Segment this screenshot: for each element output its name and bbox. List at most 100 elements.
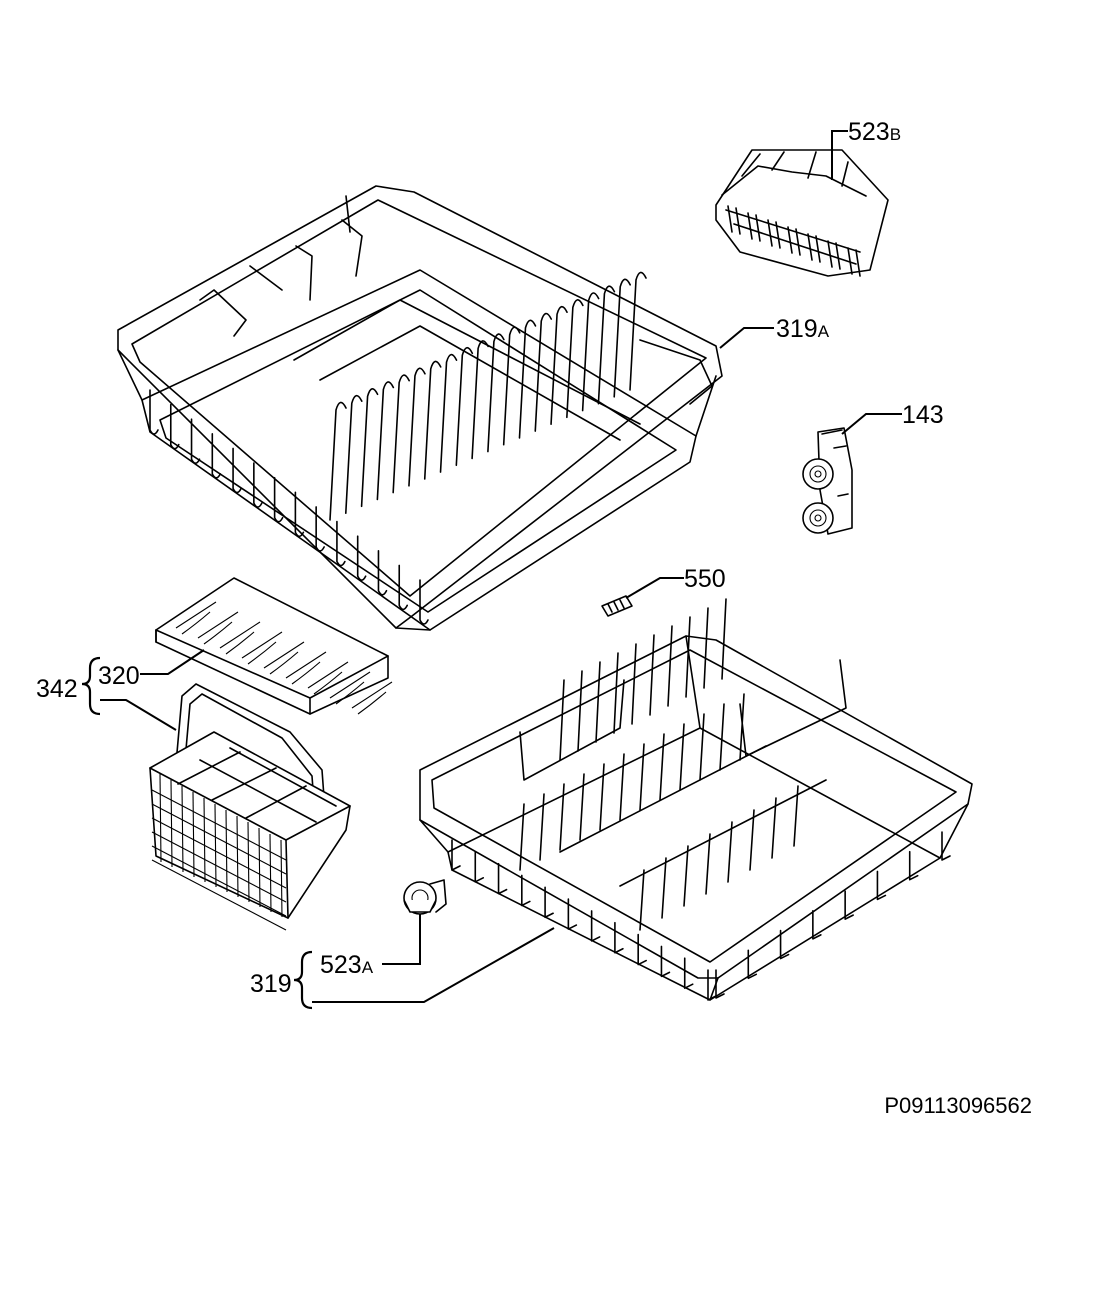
wire-stroke: [876, 870, 887, 901]
callout-523b: 523B: [848, 118, 901, 146]
wire-stroke: [699, 713, 705, 781]
wire-stroke: [392, 374, 410, 494]
wire-stroke: [232, 447, 242, 494]
brace-342: [81, 656, 101, 716]
wire-stroke: [649, 634, 655, 716]
wire-stroke: [241, 631, 283, 665]
wire-stroke: [329, 671, 371, 705]
wire-stroke: [151, 817, 287, 889]
wire-stroke: [715, 969, 725, 999]
wire-stroke: [159, 773, 162, 863]
wire-stroke: [631, 643, 637, 725]
wire-stroke: [247, 821, 250, 903]
wire-stroke: [190, 418, 201, 465]
wire-stroke: [614, 921, 624, 954]
wire-stroke: [253, 462, 263, 508]
wire-stroke: [151, 803, 287, 875]
wire-stroke: [263, 641, 305, 675]
wire-stroke: [590, 910, 601, 942]
wire-stroke: [683, 845, 689, 907]
part-319a-upper-basket: [117, 185, 723, 631]
leader-523b: [831, 130, 848, 180]
wire-stroke: [177, 747, 337, 823]
wire-stroke: [419, 579, 429, 625]
wire-stroke: [749, 809, 755, 871]
wire-stroke: [151, 859, 287, 931]
wire-stroke: [559, 783, 565, 851]
callout-320: 320: [98, 662, 140, 690]
wire-stroke: [169, 403, 180, 450]
wire-stroke: [793, 785, 799, 847]
wire-stroke: [285, 651, 327, 685]
wire-stroke: [408, 367, 426, 487]
wire-stroke: [175, 601, 217, 635]
wire-stroke: [629, 271, 647, 391]
wire-stroke: [307, 661, 349, 695]
wire-stroke: [192, 791, 195, 878]
wire-stroke: [581, 292, 600, 412]
leader-320: [140, 649, 205, 675]
wire-stroke: [519, 803, 525, 871]
callout-319a: 319A: [776, 315, 830, 343]
wire-stroke: [807, 233, 821, 263]
part-342-cutlery-basket: [149, 683, 351, 931]
wire-stroke: [376, 381, 395, 501]
wire-stroke: [151, 845, 287, 917]
wire-stroke: [683, 957, 694, 989]
wire-stroke: [703, 607, 709, 689]
leader-523a: [382, 914, 421, 965]
wire-stroke: [356, 535, 367, 581]
callout-143: 143: [902, 401, 944, 429]
wire-stroke: [719, 703, 725, 771]
wire-stroke: [827, 240, 841, 270]
wire-stroke: [451, 839, 461, 871]
wire-stroke: [197, 611, 239, 645]
wire-stroke: [747, 949, 758, 980]
wire-stroke: [336, 520, 346, 567]
wire-stroke: [269, 833, 272, 913]
callout-550: 550: [684, 565, 726, 593]
wire-stroke: [518, 319, 537, 439]
wire-stroke: [329, 401, 347, 521]
part-319-lower-basket: [419, 598, 973, 1001]
wire-stroke: [908, 850, 919, 881]
wire-stroke: [637, 933, 647, 966]
wire-stroke: [661, 857, 667, 919]
wire-stroke: [273, 476, 284, 523]
wire-stroke: [613, 278, 632, 398]
wire-stroke: [599, 763, 605, 831]
wire-stroke: [779, 929, 790, 960]
wire-stroke: [544, 886, 554, 919]
part-143-wheel-carrier: [802, 427, 853, 535]
wire-stroke: [487, 333, 505, 453]
wire-stroke: [294, 491, 305, 538]
wire-stroke: [566, 299, 584, 419]
wire-stroke: [679, 723, 685, 791]
wire-stroke: [639, 743, 645, 811]
wire-stroke: [423, 360, 442, 480]
wire-stroke: [534, 312, 553, 432]
wire-stroke: [214, 803, 217, 888]
wire-stroke: [344, 394, 363, 514]
wire-stroke: [471, 340, 489, 460]
part-523a-basket-wheel: [403, 879, 447, 915]
part-523b-plate-rack-insert: [715, 149, 889, 277]
part-550-pin: [601, 595, 633, 617]
leader-319: [312, 927, 555, 1003]
callout-342: 342: [36, 675, 78, 703]
wire-stroke: [771, 797, 777, 859]
wire-stroke: [595, 661, 601, 743]
wire-stroke: [181, 785, 184, 873]
wire-stroke: [236, 815, 239, 898]
wire-stroke: [567, 898, 578, 930]
wire-stroke: [550, 305, 568, 426]
drawing-code: P09113096562: [884, 1093, 1032, 1118]
wire-stroke: [351, 681, 393, 715]
wire-stroke: [455, 346, 474, 467]
wire-stroke: [280, 839, 283, 918]
wire-stroke: [211, 433, 222, 479]
wire-stroke: [203, 797, 206, 883]
leader-342: [100, 699, 177, 731]
wire-stroke: [667, 625, 673, 707]
